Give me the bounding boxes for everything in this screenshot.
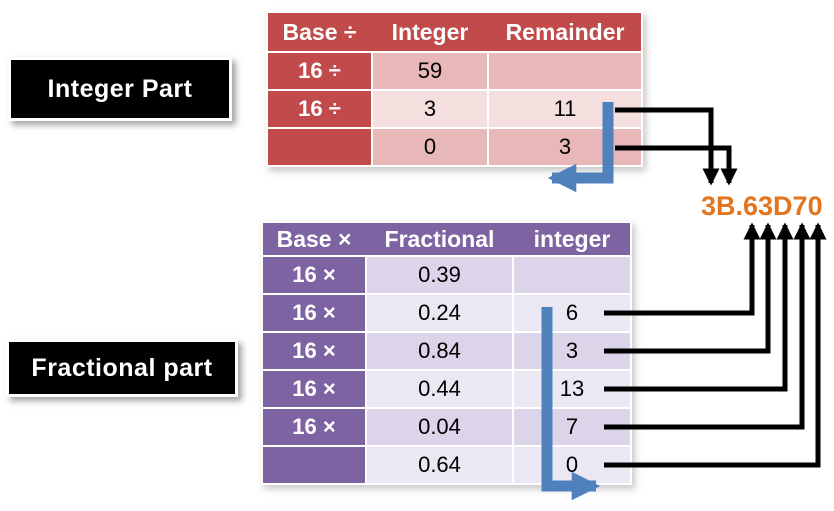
fractional-row-1-fractional: 0.24: [367, 295, 512, 331]
fractional-row-5-integer: 0: [514, 447, 630, 483]
integer-row-1-remainder: 11: [489, 91, 641, 127]
integer-part-label: Integer Part: [8, 57, 232, 121]
fractional-row-2-fractional: 0.84: [367, 333, 512, 369]
arrow-int-0-to-0: [604, 222, 827, 468]
fractional-row-1-integer: 6: [514, 295, 630, 331]
fractional-table-header-fractional: Fractional: [384, 225, 495, 252]
integer-table-header-integer: Integer: [391, 18, 469, 45]
fractional-row-1-base: 16 ×: [263, 295, 365, 331]
fractional-part-label-text: Fractional part: [31, 353, 213, 382]
fractional-row-3-integer: 13: [514, 371, 630, 407]
integer-part-label-text: Integer Part: [47, 74, 193, 103]
fractional-table-header-base: Base ×: [276, 225, 352, 252]
fractional-row-4-fractional: 0.04: [367, 409, 512, 445]
integer-table-header-row: Base ÷ Integer Remainder: [268, 13, 641, 51]
integer-row-2-remainder: 3: [489, 129, 641, 165]
integer-row-0-base: 16 ÷: [268, 53, 371, 89]
integer-row-1-integer: 3: [373, 91, 487, 127]
fractional-row-2-base: 16 ×: [263, 333, 365, 369]
fractional-row-5-fractional: 0.64: [367, 447, 512, 483]
fractional-row-4-base: 16 ×: [263, 409, 365, 445]
fractional-table-header-row: Base × Fractional integer: [263, 223, 630, 255]
fractional-part-label: Fractional part: [6, 339, 238, 397]
integer-row-0-remainder: [489, 53, 641, 89]
fractional-row-4-integer: 7: [514, 409, 630, 445]
fractional-row-5-base: [263, 447, 365, 483]
fractional-table-header-integer: integer: [533, 225, 611, 252]
integer-table-header-remainder: Remainder: [505, 18, 625, 45]
fractional-row-2-integer: 3: [514, 333, 630, 369]
fractional-row-0-fractional: 0.39: [367, 257, 512, 293]
integer-row-0-integer: 59: [373, 53, 487, 89]
fractional-row-0-base: 16 ×: [263, 257, 365, 293]
fractional-row-3-base: 16 ×: [263, 371, 365, 407]
hex-result-value: 3B.63D70: [701, 191, 823, 221]
fractional-row-0-integer: [514, 257, 630, 293]
fractional-part-table: Base × Fractional integer 16 × 0.39 16 ×…: [261, 221, 632, 485]
integer-row-2-integer: 0: [373, 129, 487, 165]
integer-row-1-base: 16 ÷: [268, 91, 371, 127]
fractional-row-3-fractional: 0.44: [367, 371, 512, 407]
integer-row-2-base: [268, 129, 371, 165]
integer-table-header-base: Base ÷: [282, 18, 357, 45]
integer-part-table: Base ÷ Integer Remainder 16 ÷ 59 16 ÷ 3 …: [266, 11, 643, 167]
arrow-int-7-to-7: [604, 222, 811, 430]
